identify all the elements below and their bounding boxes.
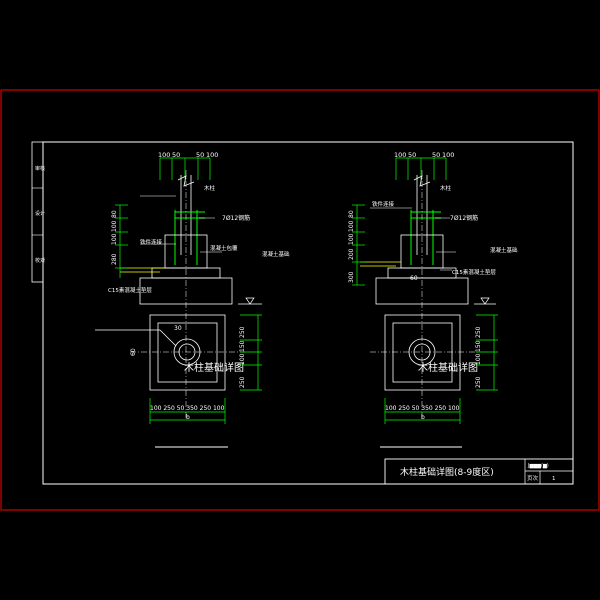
label-cushion: C15素混凝土垫层 [452, 268, 496, 276]
plan-label-left: 木柱基础详图 [184, 361, 244, 374]
top-dim-2: 50 [408, 151, 416, 159]
plan-label-right: 木柱基础详图 [418, 361, 478, 374]
top-dim-1: 100 [158, 151, 170, 159]
left-dim-4: 280 [111, 253, 118, 265]
mark-30: 30 [174, 325, 182, 332]
left-dim-2: 100 [111, 220, 118, 232]
right-dim-2: 150 [239, 340, 246, 352]
bottom-dims: 100 250 50 350 250 100 [150, 405, 225, 412]
detail-left: 100 50 50 100 [95, 151, 290, 448]
right-dim-3: 100 [475, 353, 482, 365]
top-dim-4: 100 [206, 151, 218, 159]
mark-60: 60 [410, 275, 418, 282]
strip-label-3: 校对 [35, 257, 45, 264]
right-dim-1: 250 [239, 326, 246, 338]
drawing-set: J▆▆▆(▆) [527, 463, 549, 469]
label-cushion: C15素混凝土垫层 [108, 286, 152, 294]
left-dim-3: 100 [111, 233, 118, 245]
top-dim-4: 100 [442, 151, 454, 159]
top-dim-3: 50 [196, 151, 204, 159]
right-dim-4: 250 [239, 376, 246, 388]
label-rebar: 7Ø12钢筋 [222, 214, 250, 222]
label-column: 木柱 [204, 184, 216, 192]
detail-right: 100 50 50 100 [348, 151, 518, 448]
top-dim-3: 50 [432, 151, 440, 159]
left-dim-4: 200 [348, 248, 355, 260]
right-dim-4: 250 [475, 376, 482, 388]
bottom-dims: 100 250 50 350 250 100 [385, 405, 460, 412]
page-label: 页次 [527, 474, 539, 482]
strip-label-1: 审核 [35, 165, 45, 172]
left-dim-5: 300 [348, 271, 355, 283]
drawing-frame [42, 141, 574, 485]
left-dim-3: 100 [348, 233, 355, 245]
b-label: b [421, 414, 425, 421]
label-iron: 铁件连接 [372, 200, 395, 208]
page-value: 1 [552, 476, 556, 482]
left-dim-1: 80 [111, 210, 118, 218]
label-iron: 铁件连接 [140, 238, 163, 246]
strip-label-2: 设计 [35, 210, 45, 217]
b-label: b [186, 414, 190, 421]
side-strip: 审核 设计 校对 [31, 141, 45, 283]
title-block: 木柱基础详图(8-9度区) J▆▆▆(▆) 页次 1 [384, 458, 574, 485]
label-concrete: 混凝土基础 [262, 250, 290, 258]
left-dim-2: 100 [348, 220, 355, 232]
outer-border [0, 89, 600, 511]
top-dim-2: 50 [172, 151, 180, 159]
left-dim-1: 80 [348, 210, 355, 218]
title-text: 木柱基础详图(8-9度区) [400, 466, 494, 478]
label-concrete: 混凝土基础 [490, 246, 518, 254]
mark-60: 60 [130, 348, 137, 356]
top-dim-1: 100 [394, 151, 406, 159]
label-rebar: 7Ø12钢筋 [450, 214, 478, 222]
label-wrap: 混凝土包覆 [210, 244, 238, 252]
right-dim-2: 150 [475, 340, 482, 352]
label-column: 木柱 [440, 184, 452, 192]
right-dim-1: 250 [475, 326, 482, 338]
right-dim-3: 100 [239, 353, 246, 365]
